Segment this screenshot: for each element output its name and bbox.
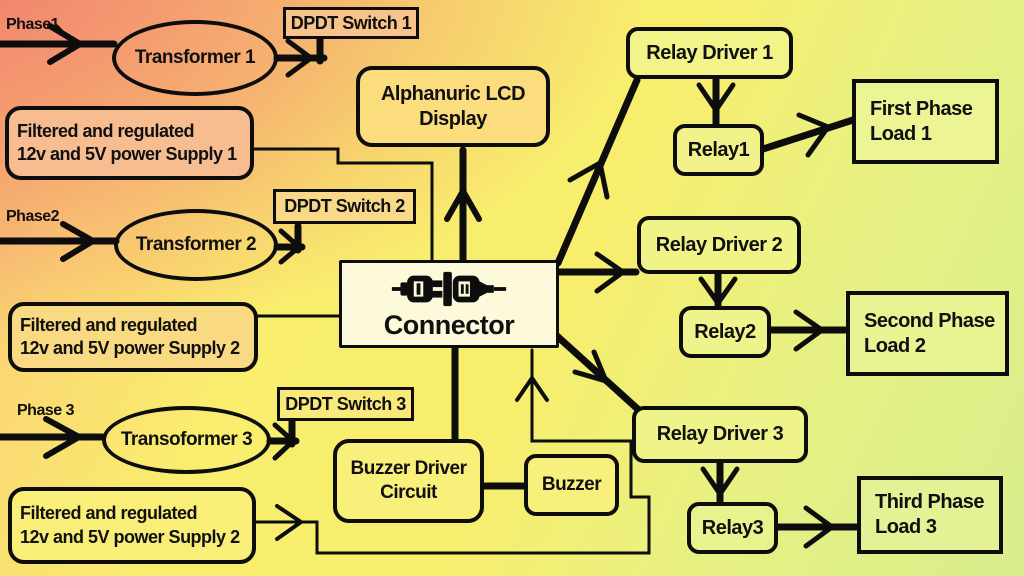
node-load1: First Phase Load 1 [852, 79, 999, 164]
arrowhead-lcd [444, 184, 482, 222]
arrowhead-powersupply3-out [275, 504, 305, 541]
dpdt-switch3-label: DPDT Switch 3 [285, 393, 406, 414]
node-power-supply2: Filtered and regulated 12v and 5V power … [8, 302, 258, 372]
load3-line1: Third Phase [875, 491, 984, 513]
node-relay3: Relay3 [687, 502, 778, 554]
arrowhead-load3 [803, 505, 837, 549]
arrowhead-relaydriver2 [594, 251, 628, 294]
wire-transformer1-dpdt1 [273, 35, 328, 65]
buzzer-driver-line1: Buzzer Driver [350, 458, 468, 480]
node-relay1: Relay1 [673, 124, 764, 176]
arrowhead-relay1 [696, 82, 736, 115]
dpdt-switch1-label: DPDT Switch 1 [290, 12, 412, 33]
node-buzzer: Buzzer [524, 454, 619, 516]
label-phase1: Phase1 [6, 16, 60, 33]
arrowhead-load2 [793, 309, 827, 352]
arrowhead-relay3 [700, 466, 740, 499]
plug-connector-icon [391, 272, 507, 307]
dpdt-switch2-label: DPDT Switch 2 [284, 196, 405, 217]
relay-driver1-label: Relay Driver 1 [646, 41, 773, 64]
wire-powersupply3-connector [253, 348, 651, 555]
relay1-label: Relay1 [687, 138, 750, 161]
power-supply2-line2: 12v and 5V power Supply 2 [20, 338, 240, 358]
arrowhead-dpdt2 [278, 228, 303, 265]
wire-connector-relaydriver1 [554, 76, 641, 267]
connector-label: Connector [383, 310, 515, 341]
wire-powersupply1-connector [251, 147, 434, 261]
arrowhead-relaydriver3 [572, 349, 611, 385]
load1-line1: First Phase [870, 97, 973, 120]
relay-driver2-label: Relay Driver 2 [655, 233, 783, 256]
power-supply1-line1: Filtered and regulated [17, 120, 195, 141]
transformer3-label: Transoformer 3 [120, 429, 253, 451]
arrowhead-relaydriver1 [567, 159, 610, 200]
arrowhead-phase3 [43, 416, 86, 459]
relay2-label: Relay2 [694, 320, 756, 343]
node-transformer3: Transoformer 3 [102, 406, 271, 474]
label-phase3: Phase 3 [17, 402, 74, 419]
node-relay2: Relay2 [679, 306, 771, 358]
power-supply3-line1: Filtered and regulated [20, 503, 198, 524]
lcd-display-line2: Display [419, 107, 487, 130]
load2-line2: Load 2 [864, 334, 926, 357]
node-relay-driver3: Relay Driver 3 [632, 406, 808, 463]
buzzer-driver-line2: Circuit [380, 482, 437, 503]
node-dpdt-switch1: DPDT Switch 1 [283, 7, 419, 39]
node-transformer2: Transformer 2 [114, 209, 278, 281]
arrowhead-dpdt3 [272, 422, 297, 461]
phase1-label-tick [55, 24, 73, 43]
buzzer-label: Buzzer [541, 474, 602, 496]
transformer1-label: Transformer 1 [134, 47, 256, 69]
node-dpdt-switch2: DPDT Switch 2 [273, 189, 416, 224]
power-supply3-line2: 12v and 5V power Supply 2 [20, 526, 240, 547]
load1-line2: Load 1 [870, 122, 932, 145]
arrowhead-load1 [796, 112, 832, 158]
node-dpdt-switch3: DPDT Switch 3 [277, 387, 414, 421]
node-power-supply3: Filtered and regulated 12v and 5V power … [8, 487, 256, 564]
node-relay-driver2: Relay Driver 2 [637, 216, 801, 274]
node-transformer1: Transformer 1 [112, 20, 278, 96]
relay3-label: Relay3 [701, 516, 764, 539]
lcd-display-line1: Alphanuric LCD [380, 82, 526, 105]
label-phase2: Phase2 [6, 208, 60, 225]
node-power-supply1: Filtered and regulated 12v and 5V power … [5, 106, 254, 180]
arrowhead-dpdt1 [285, 38, 316, 78]
arrowhead-phase2 [60, 221, 99, 262]
power-supply1-line2: 12v and 5V power Supply 1 [17, 144, 237, 164]
power-supply2-line1: Filtered and regulated [20, 314, 198, 335]
wire-relay1-load1 [759, 116, 857, 153]
node-relay-driver1: Relay Driver 1 [626, 27, 793, 79]
node-load3: Third Phase Load 3 [857, 476, 1003, 554]
node-buzzer-driver: Buzzer Driver Circuit [333, 439, 484, 523]
node-load2: Second Phase Load 2 [846, 291, 1009, 376]
load2-line1: Second Phase [864, 309, 995, 332]
node-lcd-display: Alphanuric LCD Display [356, 66, 550, 147]
arrowhead-powersupply3-connector [515, 374, 549, 402]
node-connector: Connector [339, 260, 559, 348]
wire-connector-relaydriver3 [553, 332, 645, 416]
transformer2-label: Transformer 2 [135, 234, 257, 256]
load3-line2: Load 3 [875, 516, 937, 538]
arrowhead-relay2 [698, 276, 738, 308]
arrowhead-phase1 [47, 23, 86, 65]
relay-driver3-label: Relay Driver 3 [656, 423, 784, 445]
